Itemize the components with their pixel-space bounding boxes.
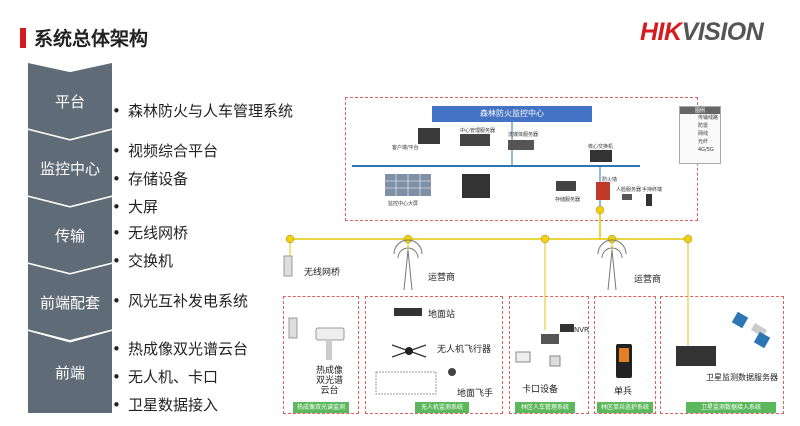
device-label: 存储服务器 <box>555 197 581 203</box>
frontend-box-thermal <box>283 296 359 414</box>
device-label: 核心交换机 <box>588 144 614 150</box>
frontend-box-satellite <box>660 296 784 414</box>
label-operator: 运营商 <box>634 275 662 285</box>
layer-frontend-support: 前端配套 <box>28 264 112 340</box>
bullet-item: 森林防火与人车管理系统 <box>112 100 293 121</box>
frontend-box-checkpoint <box>509 296 589 414</box>
bullet-item: 卫星数据接入 <box>112 394 218 415</box>
frontend-tag: 林区单兵巡护系统 <box>597 402 653 413</box>
bullet-item: 视频综合平台 <box>112 140 218 161</box>
device-label: 监控中心大屏 <box>388 201 419 207</box>
layer-frontend: 前端 <box>28 331 112 413</box>
frontend-tag: 林区人车管理系统 <box>515 402 575 413</box>
center-banner: 森林防火监控中心 <box>432 106 592 122</box>
device-label: 流媒体服务器 <box>508 132 539 138</box>
label-ground-pilot: 地面飞手 <box>457 389 494 399</box>
bullet-item: 存储设备 <box>112 168 188 189</box>
device-label: 中心管理服务器 <box>460 128 496 134</box>
label-satellite-server: 卫星监测数据服务器 <box>706 373 778 382</box>
label-thermal: 热成像 双光谱 云台 <box>316 366 344 396</box>
page-title: 系统总体架构 <box>34 28 149 50</box>
device-label: 防火墙 <box>602 177 618 183</box>
bullet-item: 无线网桥 <box>112 222 188 243</box>
device-label: 手持终端 <box>642 187 663 193</box>
bullet-item: 热成像双光谱云台 <box>112 338 248 359</box>
title-accent-bar <box>20 28 26 48</box>
bullet-item: 大屏 <box>112 196 158 217</box>
device-label: 客户端/平台 <box>392 145 419 151</box>
frontend-tag: 无人机监测系统 <box>415 402 469 413</box>
label-soldier: 单兵 <box>614 387 633 397</box>
legend: 图例 传输线路 防雷 网线 光纤 4G/5G <box>679 106 721 164</box>
layer-platform: 平台 <box>28 63 112 139</box>
bullet-item: 交换机 <box>112 250 173 271</box>
label-ground-station: 地面站 <box>428 310 456 320</box>
label-operator: 运营商 <box>428 273 456 283</box>
layer-transmission: 传输 <box>28 197 112 273</box>
hikvision-logo: HIKVISION <box>640 18 764 46</box>
bullet-item: 无人机、卡口 <box>112 366 218 387</box>
device-label: 人脸服务器 <box>616 187 642 193</box>
frontend-box-soldier <box>594 296 656 414</box>
label-uav: 无人机飞行器 <box>437 345 492 355</box>
layer-monitor-center: 监控中心 <box>28 130 112 206</box>
label-checkpoint: 卡口设备 <box>522 385 559 395</box>
label-bridge: 无线网桥 <box>304 268 341 278</box>
frontend-tag: 卫星监测数据接入系统 <box>686 402 776 413</box>
frontend-box-uav <box>365 296 503 414</box>
label-nvr: NVR <box>574 326 589 334</box>
frontend-tag: 热成像双光谱监测 <box>293 402 349 413</box>
bullet-item: 风光互补发电系统 <box>112 290 248 311</box>
